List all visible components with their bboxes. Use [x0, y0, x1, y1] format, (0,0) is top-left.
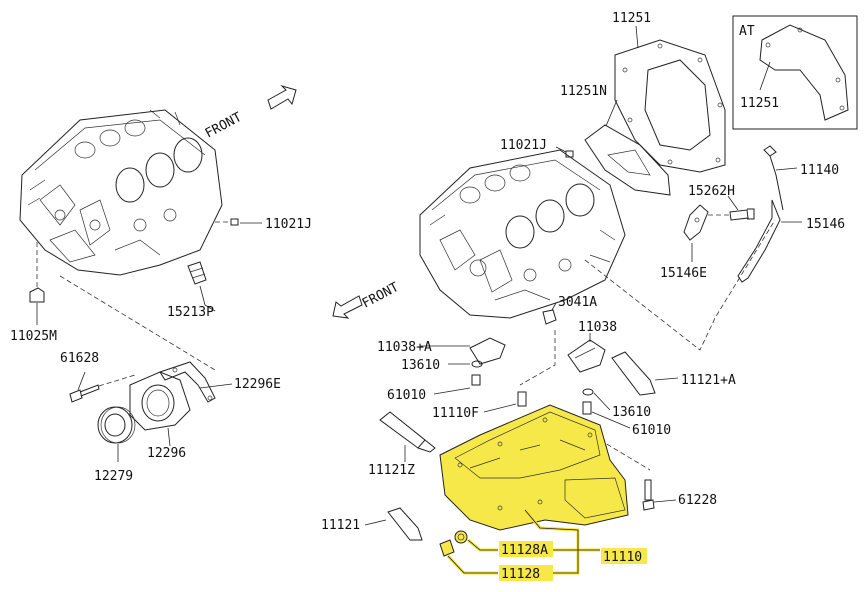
- label-11110f: 11110F: [432, 406, 479, 421]
- label-11121a: 11121+A: [681, 373, 736, 388]
- label-11140: 11140: [800, 163, 839, 178]
- label-11021j-left: 11021J: [265, 217, 312, 232]
- engine-block-right: [419, 149, 626, 319]
- sensor-15213p: [187, 261, 216, 312]
- dash-plug-to-pan: [519, 330, 556, 386]
- inset-part-label: 11251: [740, 96, 779, 111]
- label-11021j-right: 11021J: [500, 138, 547, 153]
- label-11251: 11251: [612, 11, 651, 26]
- label-11121z: 11121Z: [368, 463, 415, 478]
- label-11038: 11038: [578, 320, 617, 335]
- label-61228: 61228: [678, 493, 717, 508]
- front-label-right: FRONT: [360, 280, 402, 312]
- gasket-11251: [614, 25, 726, 173]
- label-11038a: 11038+A: [377, 340, 432, 355]
- front-arrow-left: FRONT: [203, 84, 297, 142]
- plug-11025m: [29, 242, 45, 325]
- engine-block-left: [19, 109, 223, 276]
- highlight-box-11110: [601, 548, 647, 564]
- gasket-12296e: [159, 361, 233, 403]
- dash-pan-to-61228: [599, 439, 651, 471]
- highlight-box-11128: [499, 565, 553, 581]
- plug-3041a: [542, 302, 557, 325]
- bracket-11038: [567, 333, 606, 373]
- highlight-leaders: [446, 509, 600, 575]
- washer-13610-right: [582, 388, 611, 411]
- label-11128: 11128: [501, 567, 540, 582]
- bracket-11121a: [611, 351, 679, 396]
- bolt-61228: [642, 479, 677, 511]
- label-61010-right: 61010: [632, 423, 671, 438]
- label-13610-right: 13610: [612, 405, 651, 420]
- label-11128a: 11128A: [501, 543, 548, 558]
- front-label-left: FRONT: [203, 110, 245, 142]
- label-61010-left: 61010: [387, 388, 426, 403]
- bolt-15262h: [727, 195, 755, 221]
- gasket-11251n: [584, 99, 671, 196]
- stud-11110f: [483, 391, 527, 413]
- front-arrow-right: FRONT: [332, 280, 402, 319]
- label-12296e: 12296E: [234, 377, 281, 392]
- bolt-61010-right: [582, 401, 631, 429]
- label-3041a: 3041A: [558, 295, 597, 310]
- oil-pan-11110: [439, 404, 629, 531]
- bolt-11021j-left: [215, 218, 262, 226]
- label-12296: 12296: [147, 446, 186, 461]
- sealant-tube-11121z: [379, 411, 436, 462]
- label-15146e: 15146E: [660, 266, 707, 281]
- dash-block-to-retainer: [59, 275, 216, 371]
- drain-plug-11128: [439, 539, 455, 557]
- label-15213p: 15213P: [167, 305, 214, 320]
- dash-gauge-to-baffle: [584, 219, 776, 351]
- label-15146: 15146: [806, 217, 845, 232]
- oil-level-gauge-11140: [763, 145, 798, 211]
- bracket-15146e: [683, 204, 730, 262]
- washer-13610-left: [448, 360, 483, 368]
- washer-11128a: [454, 530, 468, 544]
- label-15262h: 15262H: [688, 184, 735, 199]
- bracket-11121: [364, 507, 423, 541]
- bolt-61010-left: [433, 374, 481, 395]
- label-11110: 11110: [603, 550, 642, 565]
- label-61628: 61628: [60, 351, 99, 366]
- oil-seal-12279: [97, 406, 136, 462]
- label-13610-left: 13610: [401, 358, 440, 373]
- inset-title: AT: [739, 24, 755, 39]
- bolt-61628: [69, 371, 136, 403]
- highlight-box-11128a: [499, 541, 553, 557]
- label-11121: 11121: [321, 518, 360, 533]
- inset-at: AT 11251: [732, 15, 858, 130]
- retainer-12296: [129, 371, 191, 447]
- label-11251n: 11251N: [560, 84, 607, 99]
- gauge-guide-15146: [737, 199, 802, 283]
- bolt-11021j-right: [555, 146, 574, 158]
- label-11025m: 11025M: [10, 329, 57, 344]
- label-12279: 12279: [94, 469, 133, 484]
